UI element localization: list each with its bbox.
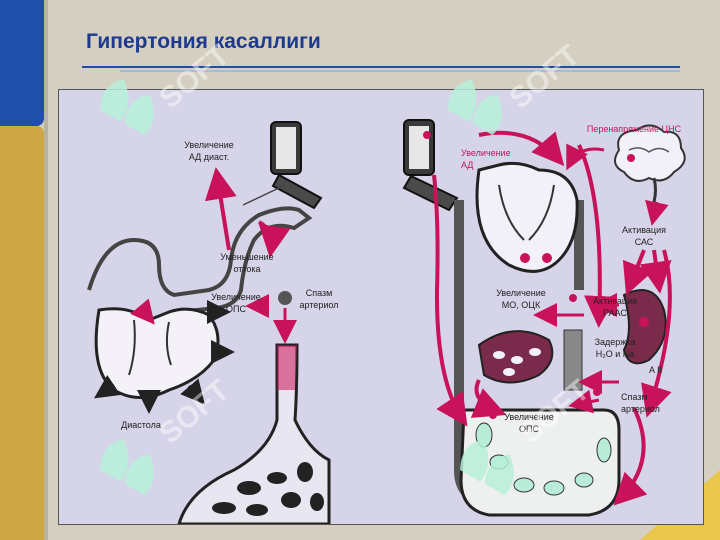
label-angiotensin: A II <box>649 365 662 375</box>
label-right-arteriole-spasm-line2: артериол <box>621 404 660 414</box>
label-increase-bp-line2: АД <box>461 160 473 170</box>
label-diastole: Диастола <box>121 420 161 430</box>
label-increase-tpr-line2: ОПС <box>226 304 246 314</box>
label-sas-activation-line1: Активация <box>622 225 666 235</box>
kidney-icon <box>622 289 667 365</box>
label-increase-dbp-line2: АД диаст. <box>189 152 229 162</box>
label-right-arteriole-spasm-line1: Спазм <box>621 392 648 402</box>
label-arteriole-spasm-line1: Спазм <box>306 288 333 298</box>
arteriole-spasm-icon <box>278 291 292 305</box>
diagram-canvas: Увеличение АД диаст. Уменьшение оттока У… <box>87 119 686 526</box>
label-increase-dbp-line1: Увеличение <box>184 140 234 150</box>
left-aorta-vessel <box>87 206 313 314</box>
label-increase-bp-line1: Увеличение <box>461 148 511 158</box>
brain-icon <box>614 124 686 212</box>
label-increase-co-line2: МО, ОЦК <box>502 300 541 310</box>
label-increase-co-line1: Увеличение <box>496 288 546 298</box>
left-heart-shape <box>94 307 220 399</box>
label-cns-overstrain: Перенапряжение ЦНС <box>587 124 682 134</box>
label-right-increase-tpr-line2: ОПС <box>519 424 539 434</box>
slide-title: Гипертония касаллиги <box>86 30 321 53</box>
diagram-panel: Увеличение АД диаст. Уменьшение оттока У… <box>58 89 704 526</box>
blood-pressure-monitor-icon <box>242 121 323 210</box>
right-blood-pressure-monitor-icon <box>402 119 459 212</box>
label-right-increase-tpr-line1: Увеличение <box>504 412 554 422</box>
label-retention-line2: H₂O и Na <box>596 349 635 359</box>
label-reduced-outflow-line2: оттока <box>233 264 260 274</box>
label-arteriole-spasm-line2: артериол <box>300 300 339 310</box>
label-retention-line1: Задержка <box>595 337 636 347</box>
label-raas-activation-line1: Активация <box>593 296 637 306</box>
label-sas-activation-line2: САС <box>635 237 654 247</box>
label-reduced-outflow-line1: Уменьшение <box>220 252 273 262</box>
left-diagram: Увеличение АД диаст. Уменьшение оттока У… <box>87 121 339 526</box>
label-increase-tpr-line1: Увеличение <box>211 292 261 302</box>
label-raas-activation-line2: РААС <box>603 308 627 318</box>
right-diagram: Увеличение АД Перенапряжение ЦНС Активац… <box>402 119 686 517</box>
